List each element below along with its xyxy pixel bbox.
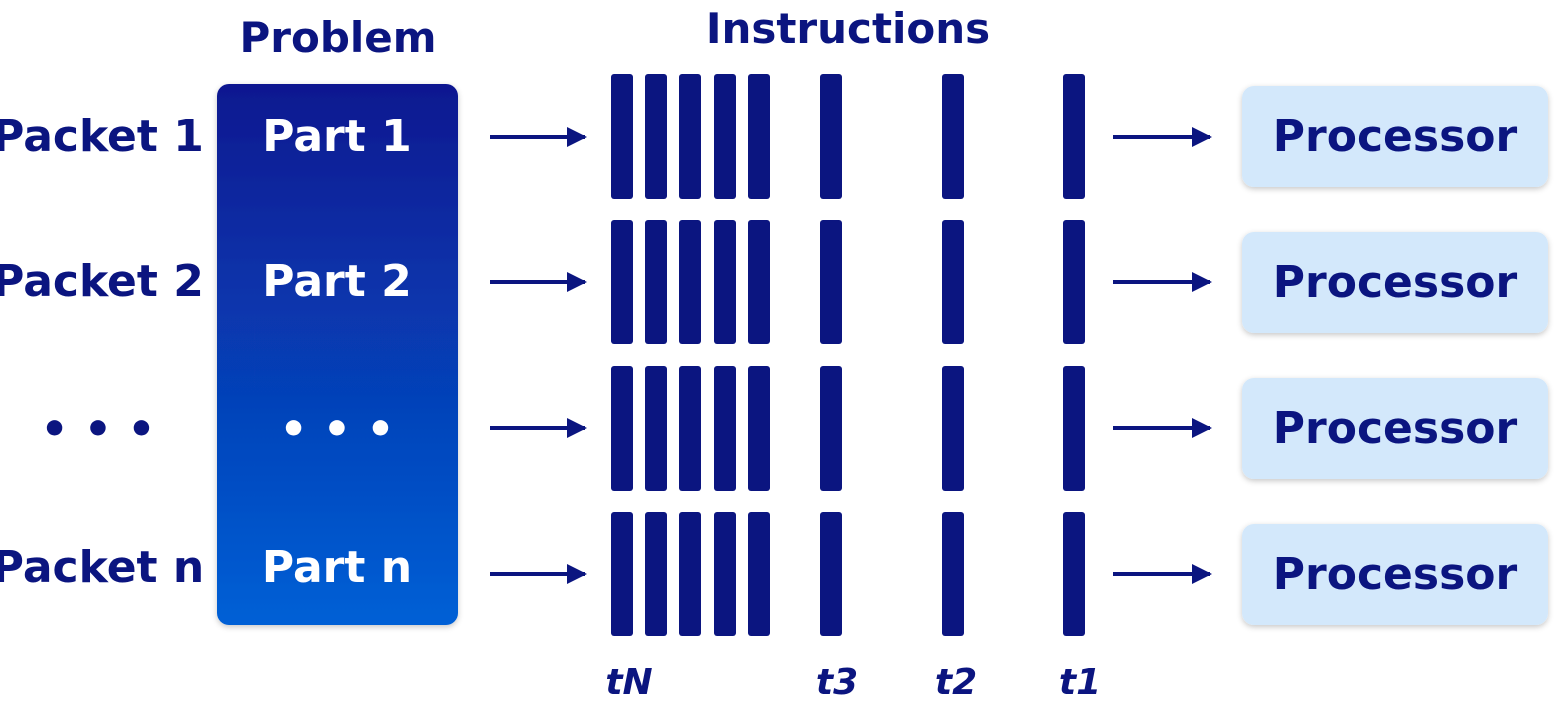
instruction-bar [679, 512, 701, 636]
instruction-bar [611, 366, 633, 491]
part-label: Part 2 [262, 256, 411, 307]
row-1: Packet 1 Part 1 Processor [0, 74, 1548, 199]
instruction-bar [611, 220, 633, 344]
instruction-bar [748, 366, 770, 491]
instruction-bar [748, 74, 770, 199]
row-2: Packet 2 Part 2 Processor [0, 220, 1548, 344]
time-label-t1: t1 [1059, 662, 1101, 703]
packet-label: Packet 1 [0, 111, 204, 162]
instruction-bar [942, 74, 964, 199]
instruction-bar [611, 74, 633, 199]
instruction-bars [611, 366, 1085, 491]
time-axis-labels: tN t3 t2 t1 [605, 662, 1101, 703]
processor-label: Processor [1273, 257, 1518, 308]
part-label: Part 1 [262, 111, 411, 162]
part-ellipsis: • • • [279, 404, 394, 455]
instruction-bar [645, 74, 667, 199]
packet-label: Packet n [0, 542, 204, 593]
instruction-bar [611, 512, 633, 636]
instruction-bar [645, 366, 667, 491]
instruction-bar [820, 512, 842, 636]
problem-box [217, 84, 458, 625]
instruction-bar [748, 512, 770, 636]
row-ellipsis: • • • • • • Processor [40, 366, 1548, 491]
instruction-bars [611, 220, 1085, 344]
instructions-heading: Instructions [706, 4, 990, 53]
processor-box [1242, 232, 1548, 333]
instruction-bar [1063, 366, 1085, 491]
processor-label: Processor [1273, 111, 1518, 162]
instruction-bar [645, 220, 667, 344]
processor-box [1242, 378, 1548, 479]
instruction-bar [714, 366, 736, 491]
part-label: Part n [262, 542, 412, 593]
instruction-bar [820, 74, 842, 199]
instruction-bars [611, 512, 1085, 636]
packet-label: Packet 2 [0, 256, 204, 307]
time-label-tn: tN [605, 662, 652, 703]
instruction-bar [1063, 512, 1085, 636]
row-n: Packet n Part n Processor [0, 512, 1548, 636]
instruction-bars [611, 74, 1085, 199]
processor-box [1242, 86, 1548, 187]
packet-ellipsis: • • • [40, 404, 155, 455]
instruction-bar [820, 366, 842, 491]
instruction-bar [679, 220, 701, 344]
instruction-bar [748, 220, 770, 344]
time-label-t3: t3 [816, 662, 858, 703]
instruction-bar [714, 512, 736, 636]
processor-box [1242, 524, 1548, 625]
processor-label: Processor [1273, 549, 1518, 600]
instruction-bar [645, 512, 667, 636]
problem-heading: Problem [239, 13, 436, 62]
instruction-bar [820, 220, 842, 344]
instruction-bar [679, 366, 701, 491]
instruction-bar [1063, 74, 1085, 199]
time-label-t2: t2 [935, 662, 977, 703]
processor-label: Processor [1273, 403, 1518, 454]
instruction-bar [942, 220, 964, 344]
instruction-bar [942, 512, 964, 636]
instruction-bar [714, 74, 736, 199]
instruction-bar [714, 220, 736, 344]
instruction-bar [679, 74, 701, 199]
instruction-bar [942, 366, 964, 491]
instruction-bar [1063, 220, 1085, 344]
